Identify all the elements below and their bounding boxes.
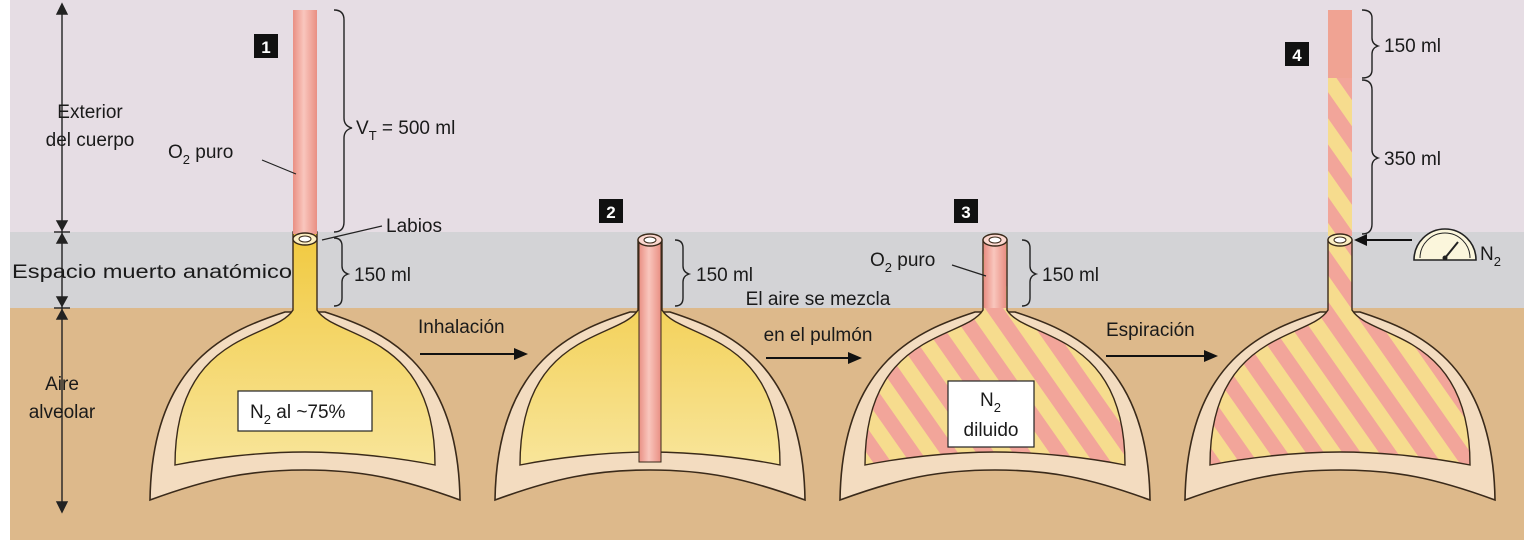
exterior-label-line1: Exterior — [57, 102, 123, 123]
labios-label: Labios — [386, 216, 442, 237]
alveolar-label-line1: Aire — [45, 374, 79, 395]
step-badge-4: 4 — [1285, 42, 1309, 66]
svg-text:4: 4 — [1292, 46, 1302, 65]
inspired-o2-column — [639, 240, 661, 462]
step-badge-2: 2 — [599, 199, 623, 223]
expired-dead-space-vol: 150 ml — [1384, 36, 1441, 57]
dead-space-vol-2: 150 ml — [696, 265, 753, 286]
step-badge-1: 1 — [254, 34, 278, 58]
expired-alveolar-vol: 350 ml — [1384, 149, 1441, 170]
espiracion-label: Espiración — [1106, 320, 1195, 341]
exterior-region — [10, 0, 1524, 232]
inhalacion-label: Inhalación — [418, 317, 505, 338]
mezcla-label-line1: El aire se mezcla — [746, 289, 891, 310]
exterior-label-line2: del cuerpo — [46, 130, 135, 151]
step-badge-3: 3 — [954, 199, 978, 223]
expired-dead-space-column — [1328, 10, 1352, 78]
expired-mixed-column — [1328, 78, 1352, 236]
diluido-label: diluido — [964, 420, 1019, 441]
alveolar-label-line2: alveolar — [29, 402, 96, 423]
dead-space-vol-3: 150 ml — [1042, 265, 1099, 286]
svg-text:3: 3 — [961, 203, 970, 222]
dead-space-vol-1: 150 ml — [354, 265, 411, 286]
mezcla-label-line2: en el pulmón — [764, 325, 873, 346]
dead-space-label: Espacio muerto anatómico — [12, 262, 292, 283]
svg-text:1: 1 — [261, 38, 270, 57]
svg-text:2: 2 — [606, 203, 615, 222]
inspired-o2-tube — [293, 10, 317, 234]
